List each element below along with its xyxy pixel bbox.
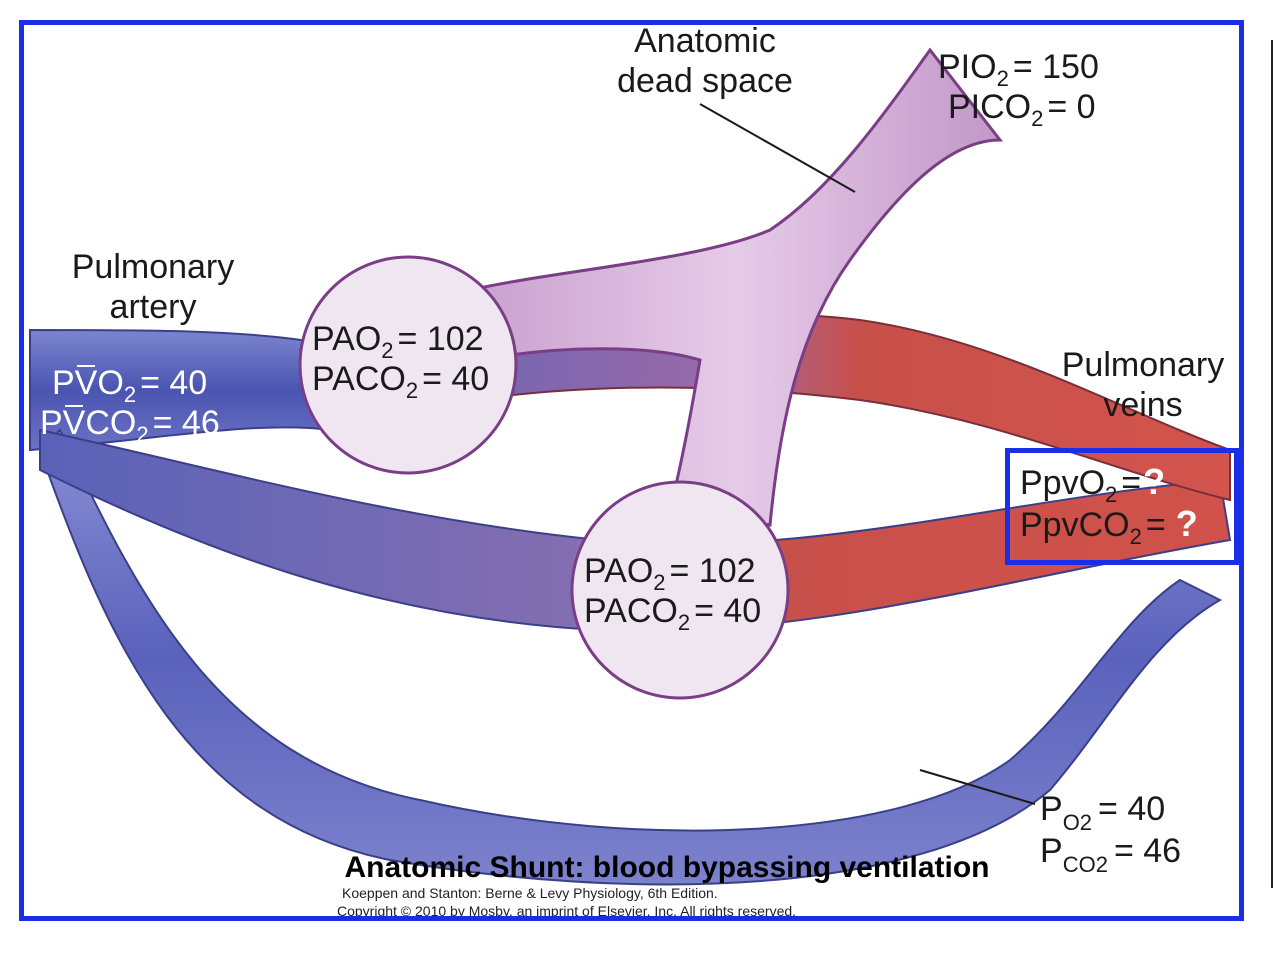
- slide-edge-line: [1271, 40, 1273, 888]
- alveolus-lower-po2-value: = 102: [670, 552, 756, 590]
- inspired-pco2-value: = 0: [1047, 88, 1095, 126]
- pulmonary-vein-pco2-unknown: ?: [1176, 503, 1198, 544]
- credit-line-2: Copyright © 2010 by Mosby, an imprint of…: [337, 903, 796, 919]
- pulmonary-vein-pco2: PpvCO2=?: [1020, 503, 1198, 549]
- alveolus-upper-pco2: PACO2= 40: [312, 360, 489, 403]
- pulmonary-artery-label-line2: artery: [110, 288, 197, 326]
- airway: [468, 47, 1004, 527]
- mixed-venous-po2: PVO2= 40: [52, 364, 207, 407]
- alveoli: [298, 255, 790, 700]
- alveolus-upper-pco2-sub: 2: [406, 378, 418, 403]
- pulmonary-vein-po2-unknown: ?: [1143, 461, 1165, 502]
- shunt-po2-prefix: P: [1040, 790, 1063, 828]
- middle-capillary: [39, 428, 1232, 633]
- pulmonary-vein-pco2-sub: 2: [1130, 524, 1142, 549]
- shunt-pco2-value: = 46: [1114, 832, 1181, 870]
- credit-line-1: Koeppen and Stanton: Berne & Levy Physio…: [342, 885, 718, 901]
- mixed-venous-po2-value: = 40: [140, 364, 207, 402]
- figure-caption: Anatomic Shunt: blood bypassing ventilat…: [344, 851, 989, 884]
- mixed-venous-pco2-prefix: PVCO: [40, 404, 136, 442]
- shunt-vessel: [38, 428, 1223, 886]
- alveolus-lower-po2: PAO2= 102: [584, 552, 756, 595]
- alveolus-lower-po2-prefix: PAO: [584, 552, 653, 590]
- mixed-venous-po2-sub: 2: [124, 382, 136, 407]
- alveolus-upper-po2: PAO2= 102: [312, 320, 484, 363]
- dead-space-label-line2: dead space: [617, 62, 793, 100]
- dead-space-label-line1: Anatomic: [634, 22, 776, 60]
- pulmonary-veins-label-line1: Pulmonary: [1062, 346, 1225, 384]
- mixed-venous-po2-prefix: PVO: [52, 364, 124, 402]
- alveolus-lower-pco2: PACO2= 40: [584, 592, 761, 635]
- mixed-venous-pco2-sub: 2: [136, 422, 148, 447]
- alveolus-upper-po2-prefix: PAO: [312, 320, 381, 358]
- alveolus-lower-pco2-value: = 40: [694, 592, 761, 630]
- shunt-pco2-sub: CO2: [1063, 852, 1108, 877]
- dead-space-pointer: [699, 103, 856, 193]
- pulmonary-vein-pco2-prefix: PpvCO: [1020, 506, 1130, 544]
- pulmonary-vein-po2-sub: 2: [1105, 482, 1117, 507]
- alveolus-lower: [570, 480, 790, 700]
- mixed-venous-pco2: PVCO2= 46: [40, 404, 220, 447]
- inspired-po2-prefix: PIO: [938, 48, 997, 86]
- alveolus-lower-po2-sub: 2: [653, 570, 665, 595]
- inspired-po2: PIO2= 150: [938, 48, 1099, 91]
- alveolus-upper-po2-value: = 102: [398, 320, 484, 358]
- shunt-po2-value: = 40: [1098, 790, 1165, 828]
- inspired-po2-sub: 2: [997, 66, 1009, 91]
- shunt-pointer: [919, 769, 1036, 805]
- inspired-pco2: PICO2= 0: [948, 88, 1096, 131]
- vessels: [29, 312, 1232, 886]
- alveolus-upper: [298, 255, 518, 475]
- pulmonary-artery-label-line1: Pulmonary: [72, 248, 235, 286]
- alveolus-upper-pco2-prefix: PACO: [312, 360, 406, 398]
- mixed-venous-pco2-value: = 46: [153, 404, 220, 442]
- inspired-pco2-sub: 2: [1031, 106, 1043, 131]
- pulmonary-vein-pco2-eq: =: [1146, 506, 1166, 544]
- shunt-po2-sub: O2: [1063, 810, 1092, 835]
- shunt-pco2-prefix: P: [1040, 832, 1063, 870]
- alveolus-lower-pco2-prefix: PACO: [584, 592, 678, 630]
- pulmonary-vein-po2-prefix: PpvO: [1020, 464, 1105, 502]
- pulmonary-vein-po2-eq: =: [1121, 464, 1141, 502]
- shunt-pco2: PCO2= 46: [1040, 832, 1181, 877]
- alveolus-lower-pco2-sub: 2: [678, 610, 690, 635]
- pulmonary-vein-po2: PpvO2=?: [1020, 461, 1165, 507]
- alveolus-upper-po2-sub: 2: [381, 338, 393, 363]
- shunt-po2: PO2= 40: [1040, 790, 1165, 835]
- alveolus-upper-pco2-value: = 40: [422, 360, 489, 398]
- pulmonary-veins-label-line2: veins: [1103, 386, 1182, 424]
- inspired-pco2-prefix: PICO: [948, 88, 1031, 126]
- inspired-po2-value: = 150: [1013, 48, 1099, 86]
- conducting-airway: [468, 47, 1004, 527]
